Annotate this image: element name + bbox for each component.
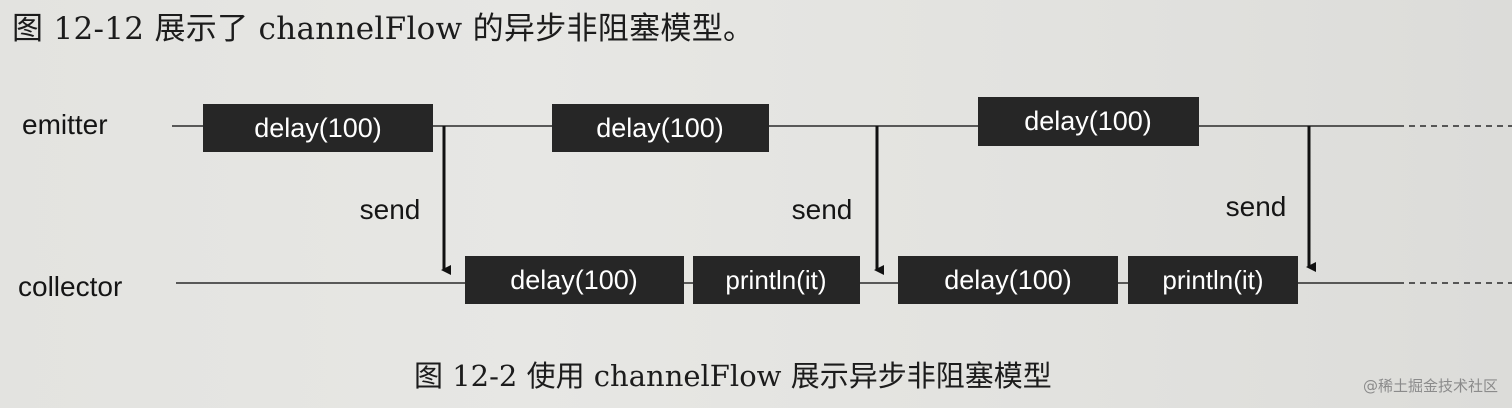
emitter-delay-box-2: delay(100) — [552, 104, 769, 152]
collector-println-box-2-text: println(it) — [1162, 265, 1263, 295]
emitter-delay-box-1-text: delay(100) — [254, 113, 382, 143]
emitter-delay-box-3-text: delay(100) — [1024, 106, 1152, 136]
emitter-delay-box-2-text: delay(100) — [596, 113, 724, 143]
collector-delay-box-1-text: delay(100) — [510, 265, 638, 295]
emitter-delay-box-1: delay(100) — [203, 104, 433, 152]
emitter-delay-box-3: delay(100) — [978, 97, 1199, 146]
figure-caption: 图 12-2 使用 channelFlow 展示异步非阻塞模型 — [414, 359, 1052, 393]
watermark-text: @稀土掘金技术社区 — [1362, 377, 1498, 395]
send-label-3: send — [1226, 191, 1287, 222]
emitter-label: emitter — [22, 109, 108, 140]
collector-println-box-2: println(it) — [1128, 256, 1298, 304]
collector-println-box-1: println(it) — [693, 256, 860, 304]
send-label-1: send — [360, 194, 421, 225]
collector-delay-box-2: delay(100) — [898, 256, 1118, 304]
collector-println-box-1-text: println(it) — [725, 265, 826, 295]
collector-label: collector — [18, 271, 122, 302]
collector-delay-box-2-text: delay(100) — [944, 265, 1072, 295]
collector-delay-box-1: delay(100) — [465, 256, 684, 304]
intro-sentence: 图 12-12 展示了 channelFlow 的异步非阻塞模型。 — [12, 11, 755, 47]
send-label-2: send — [792, 194, 853, 225]
